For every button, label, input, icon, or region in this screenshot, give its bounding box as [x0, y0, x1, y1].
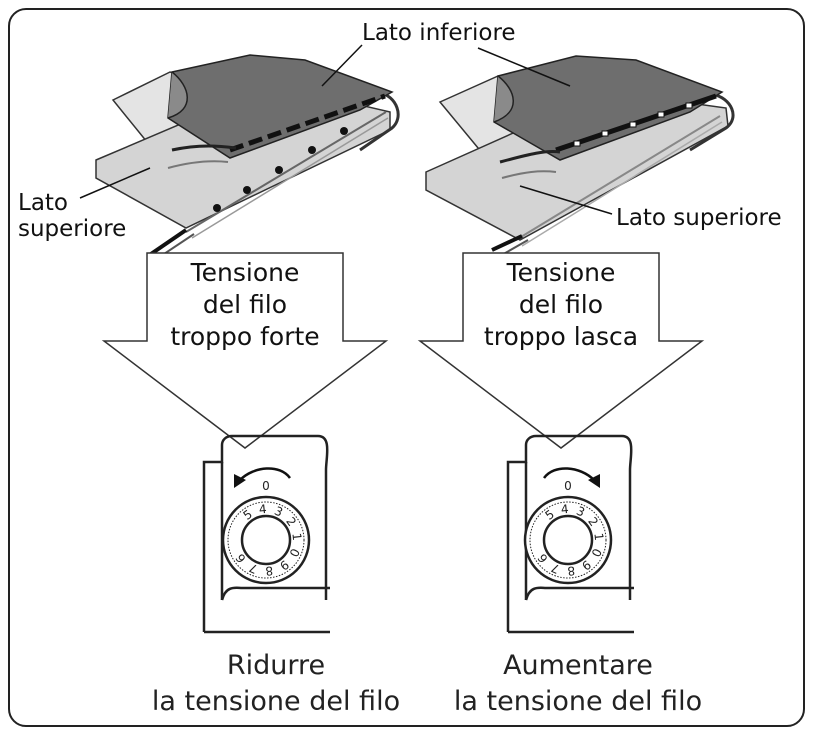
fabric-right-fold — [689, 92, 735, 152]
fabric-right-stitch-lower — [515, 115, 721, 241]
fabric-left-curl — [167, 71, 188, 119]
arrow-right-text: Tensione del filo troppo lasca — [476, 257, 646, 353]
label-top-side-right: Lato superiore — [616, 205, 782, 231]
result-right-line: Aumentare — [503, 650, 653, 681]
dial-number: 4 — [560, 502, 569, 517]
dial-left-top-mark: 0 — [262, 479, 270, 493]
fabric-left-thread-b — [167, 160, 229, 169]
arrow-left-text: Tensione del filo troppo forte — [160, 257, 330, 353]
result-right-line: la tensione del filo — [453, 686, 703, 718]
callout-line-topside-left — [79, 167, 151, 199]
label-top-side-left-line1: Lato — [18, 190, 68, 216]
fabric-right — [425, 47, 735, 257]
dial-right-arrowhead — [588, 474, 600, 488]
dial-number: 8 — [567, 563, 576, 578]
arrow-right — [417, 252, 705, 449]
callout-line-topside-right — [519, 185, 613, 215]
fabric-right-curl — [493, 75, 514, 123]
arrow-left-line: del filo — [202, 290, 288, 319]
arrow-left-line: Tensione — [190, 258, 300, 287]
arrow-right-line: del filo — [518, 290, 604, 319]
fabric-left — [79, 44, 400, 259]
label-underside: Lato inferiore — [362, 20, 516, 46]
arrow-left-line: troppo forte — [170, 322, 320, 351]
dial-number: 1 — [591, 532, 606, 541]
dial-right-top-mark: 0 — [564, 479, 572, 493]
dial-number: 1 — [289, 532, 304, 541]
diagram-frame — [8, 8, 805, 727]
fabric-left-stitch-lower — [185, 111, 387, 233]
result-left-line: la tensione del filo — [151, 686, 401, 718]
label-top-side-left: Lato superiore — [18, 190, 126, 243]
result-right-text: Aumentare la tensione del filo — [428, 648, 728, 721]
fabric-left-stitch-edge — [229, 93, 386, 153]
arrow-left — [101, 252, 389, 449]
fabric-right-thread-tail — [491, 234, 523, 252]
result-left-line: Ridurre — [226, 650, 326, 681]
label-top-side-left-line2: superiore — [18, 216, 127, 243]
dial-number: 8 — [265, 563, 274, 578]
dial-number: 4 — [258, 502, 267, 517]
fabric-right-thread-b — [501, 170, 557, 179]
result-left-text: Ridurre la tensione del filo — [126, 648, 426, 721]
fabric-left-thread-a — [171, 144, 237, 152]
dial-left-arrowhead — [234, 474, 246, 488]
callout-line-underside-left — [321, 44, 363, 87]
fabric-left-thread-tail — [146, 228, 188, 258]
callout-line-underside-right — [477, 47, 571, 87]
dial-right-rotation-arrow — [542, 467, 595, 481]
dial-left-rotation-arrow — [239, 467, 292, 481]
fabric-right-thread-a — [499, 150, 561, 164]
arrow-right-line: troppo lasca — [483, 322, 639, 351]
arrow-right-line: Tensione — [506, 258, 616, 287]
